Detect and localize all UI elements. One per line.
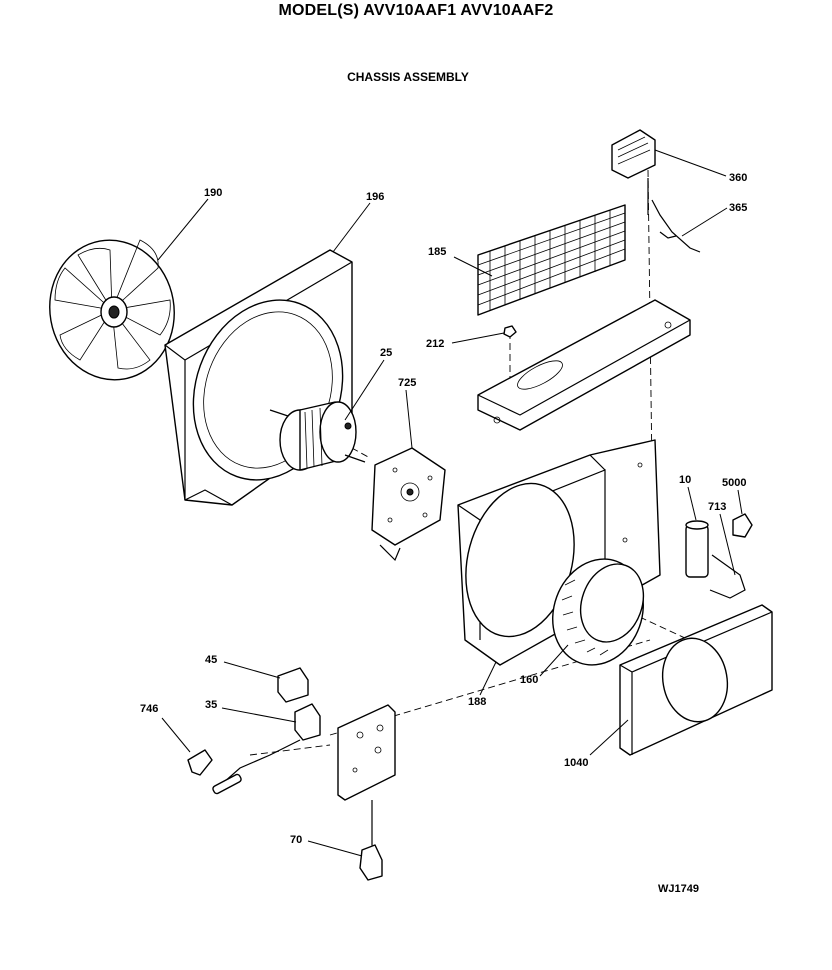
thermostat-part [212,703,321,795]
callout-label: 196 [366,191,384,203]
callout-160: 160 [520,644,569,686]
drawing-reference-code: WJ1749 [658,883,699,895]
callout-196: 196 [332,191,384,253]
callout-25: 25 [344,347,392,421]
capacitor-strap-part [709,554,746,599]
terminal-part [732,513,753,538]
callout-45: 45 [205,654,281,679]
callout-212: 212 [426,332,505,350]
selector-switch-part [359,800,383,881]
motor-mount-part [371,447,446,562]
callout-70: 70 [290,834,363,857]
callout-label: 725 [398,377,416,389]
fan-shroud-part [164,249,353,506]
callout-label: 5000 [722,477,746,489]
callout-label: 35 [205,699,217,711]
callout-185: 185 [428,246,493,277]
condenser-coil-part [477,204,626,316]
callout-713: 713 [708,501,736,576]
callout-label: 25 [380,347,392,359]
callout-label: 10 [679,474,691,486]
callout-725: 725 [398,377,416,449]
callout-360: 360 [654,149,747,184]
callout-label: 185 [428,246,446,258]
callout-365: 365 [681,202,747,237]
callout-label: 70 [290,834,302,846]
page-title: MODEL(S) AVV10AAF1 AVV10AAF2 [278,2,554,19]
callout-1040: 1040 [564,719,629,769]
control-panel-part [337,704,396,801]
blower-scroll-part [457,439,661,666]
callout-label: 365 [729,202,747,214]
callout-label: 212 [426,338,444,350]
callout-35: 35 [205,699,297,723]
callout-188: 188 [468,661,497,708]
callout-label: 188 [468,696,486,708]
partition-panel-part [619,604,773,756]
diagram-subtitle: CHASSIS ASSEMBLY [347,70,469,84]
relay-part [277,667,309,703]
base-pan-part [477,299,691,431]
bulb-clip-part [187,749,213,776]
callout-label: 45 [205,654,217,666]
fan-blade-part [49,239,175,381]
control-bracket-part [611,129,656,215]
callout-label: 746 [140,703,158,715]
clip-part [651,199,701,253]
callout-label: 190 [204,187,222,199]
callout-746: 746 [140,703,191,753]
callout-label: 360 [729,172,747,184]
callout-label: 1040 [564,757,588,769]
blower-wheel-part [552,558,645,666]
capacitor-part [685,520,709,578]
callout-10: 10 [679,474,697,521]
callout-label: 160 [520,674,538,686]
nut-part [503,325,517,338]
callout-190: 190 [157,187,222,261]
callout-label: 713 [708,501,726,513]
callout-5000: 5000 [722,477,746,515]
